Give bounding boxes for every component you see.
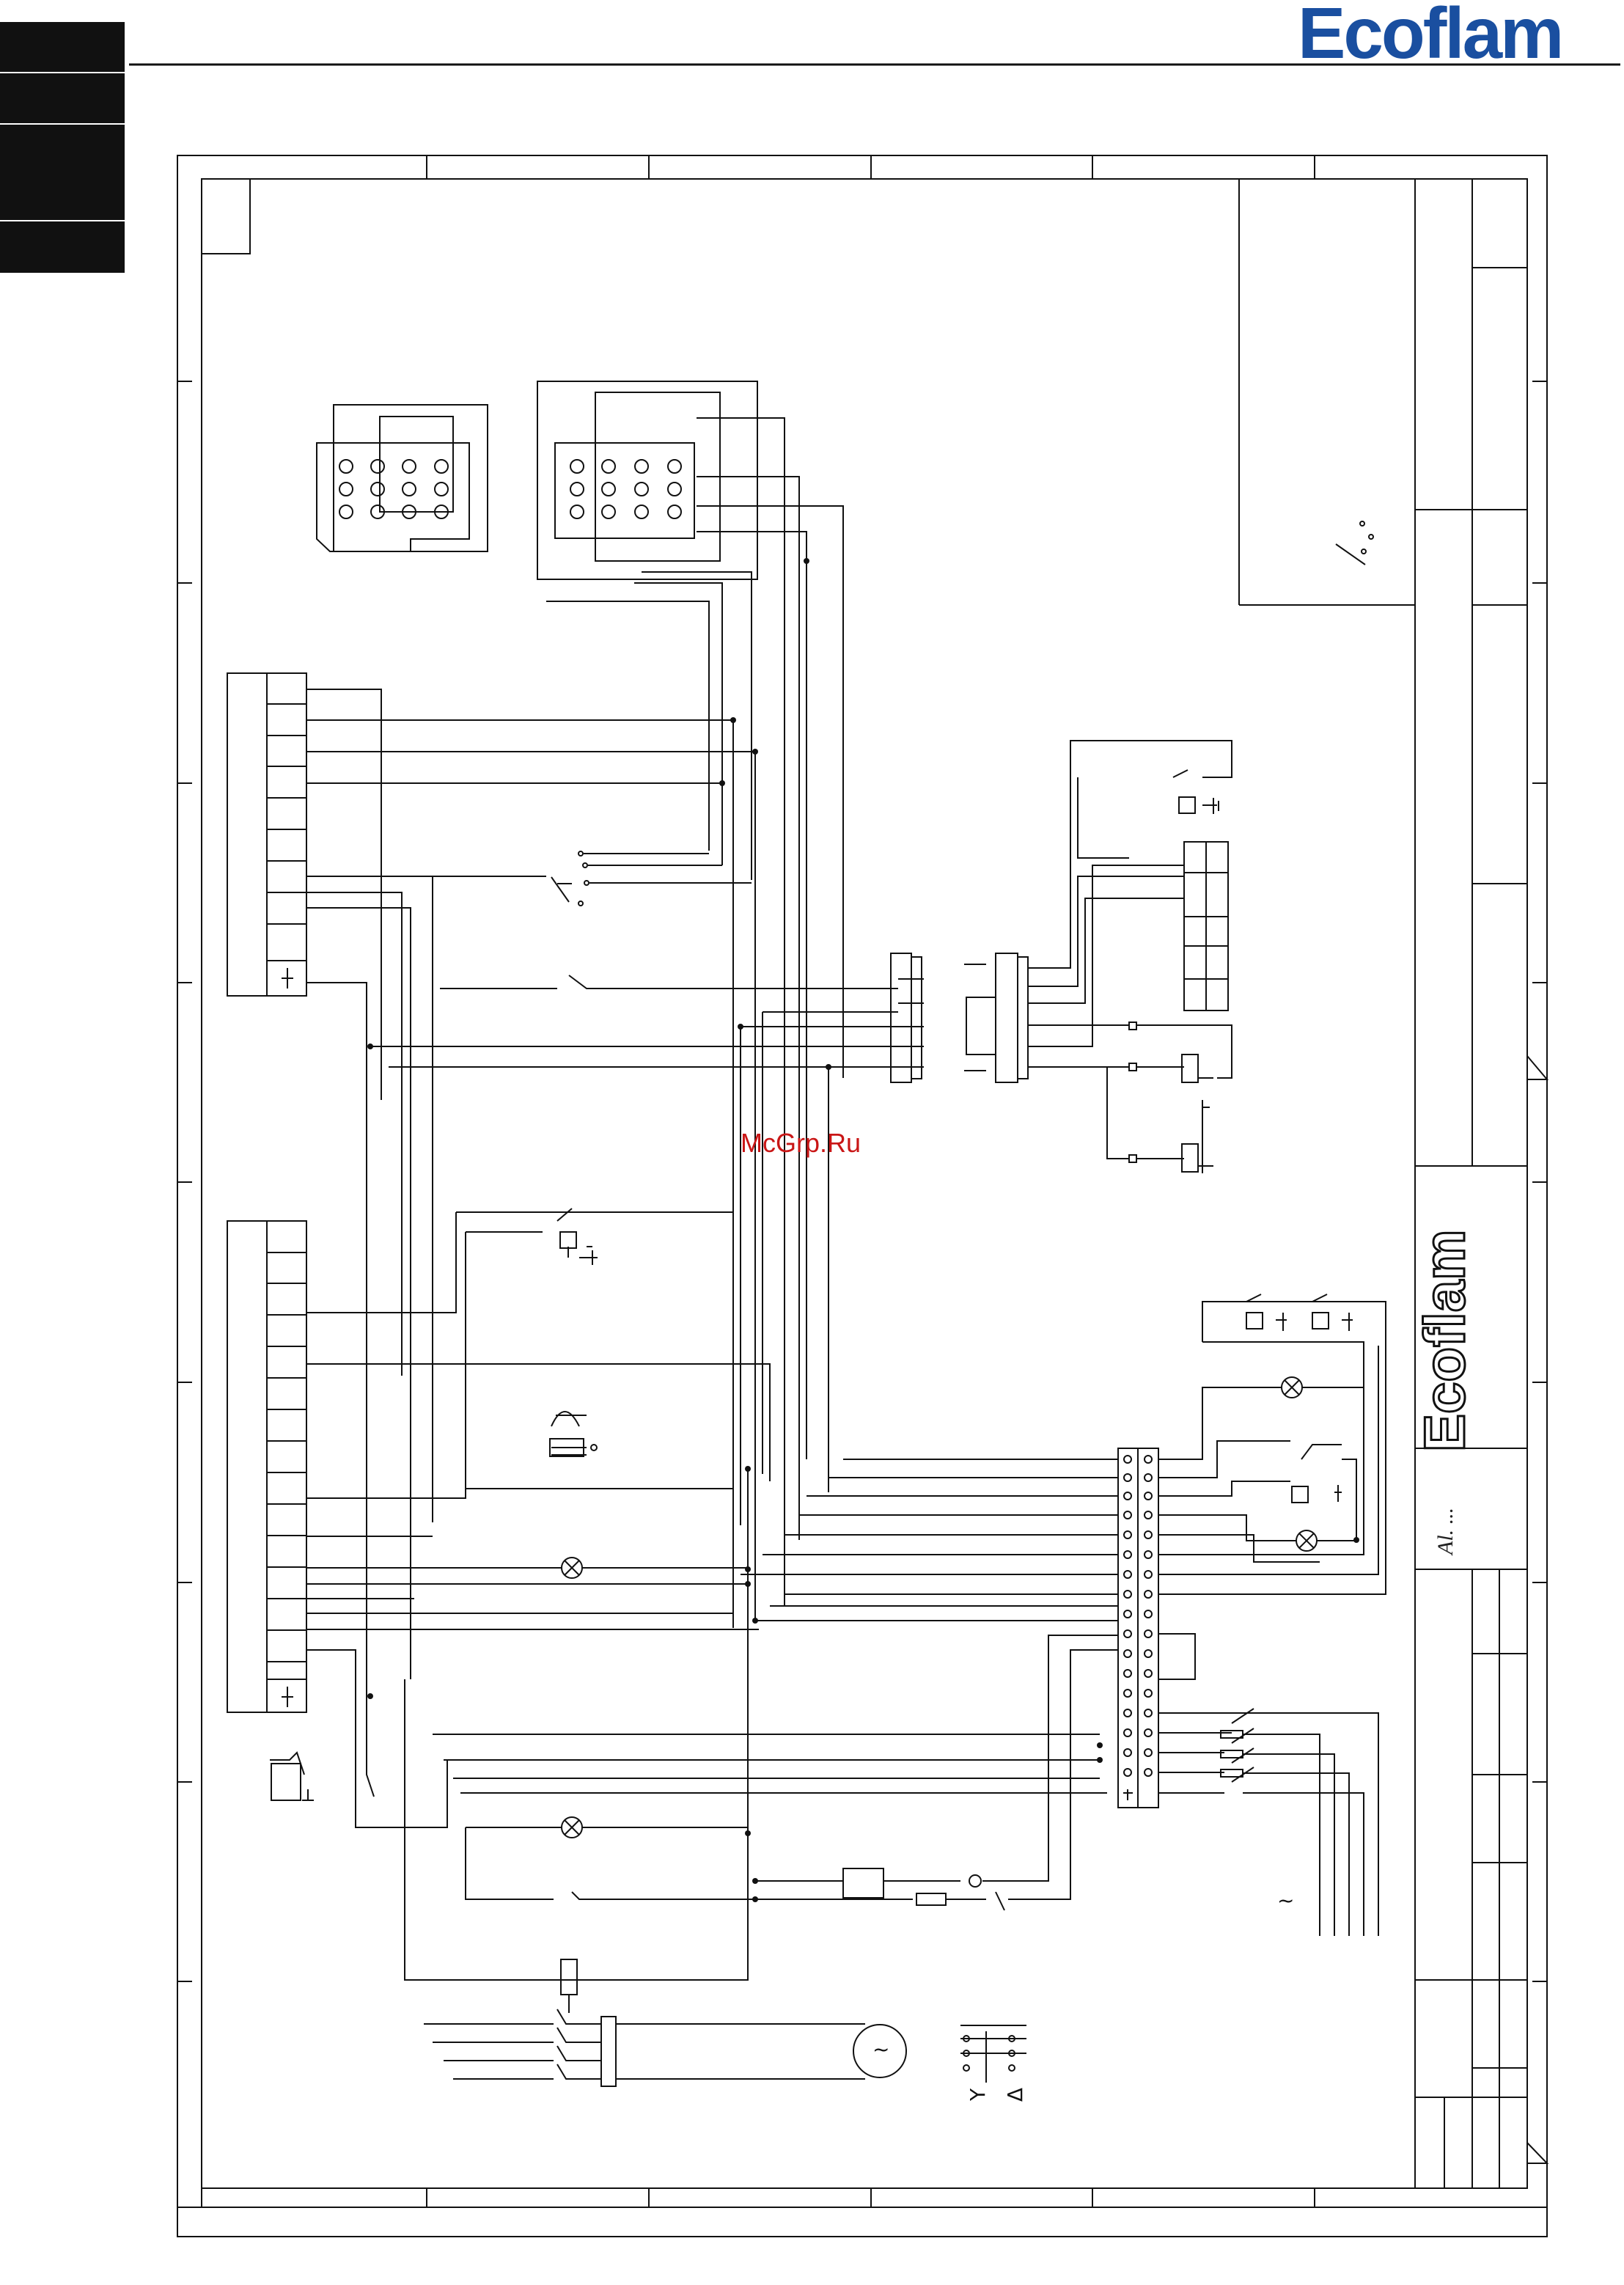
title-block-brand: Ecoflam [1393,1166,1510,1474]
lamp-2 [562,1817,582,1838]
title-block-brand-text: Ecoflam [1411,1230,1478,1452]
title-block-signature: Al. ... [1426,1467,1470,1569]
fuses [1158,1709,1378,1936]
inner-frame [202,179,1527,2188]
connector-a [317,405,488,551]
main-terminal-block [1118,1448,1158,1808]
motor-tilde: ~ [872,2037,889,2061]
supply-tilde: ~ [1277,1888,1294,1912]
terminal-strip-1 [227,673,306,996]
watermark: McGrp.Ru [741,1128,861,1159]
burner-plug [891,741,1232,1082]
terminal-strip-2 [227,1221,306,1712]
delta-symbol: Δ [1003,2088,1027,2102]
connector-b [537,381,843,1459]
star-symbol: Y [966,2088,990,2101]
lamp-1 [562,1558,582,1578]
lamp-3 [1282,1377,1302,1398]
signature-text: Al. ... [1433,1508,1458,1555]
earth-electrode [270,1753,314,1800]
solenoid-valves [1078,1022,1232,1173]
outer-frame [177,155,1547,2237]
lamp-4 [1296,1530,1317,1551]
